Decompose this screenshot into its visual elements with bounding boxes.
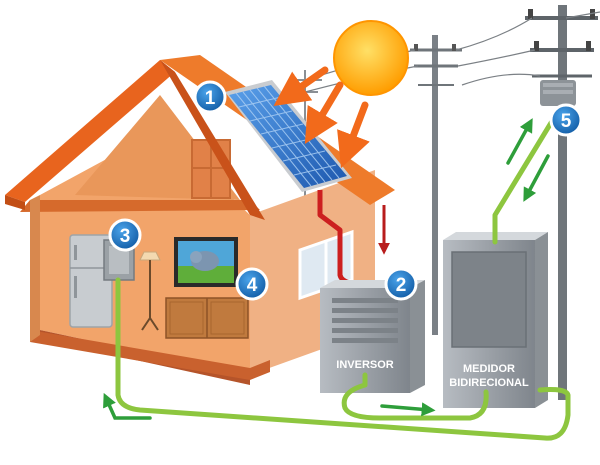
meter-label-line2: BIDIRECIONAL xyxy=(449,377,529,389)
sunlight-arrows xyxy=(273,66,370,169)
badge-3: 3 xyxy=(108,218,142,252)
badge-5: 5 xyxy=(549,103,583,137)
badge-2-number: 2 xyxy=(396,275,407,296)
badge-3-number: 3 xyxy=(120,226,131,247)
badge-4: 4 xyxy=(235,267,269,301)
badge-1: 1 xyxy=(193,80,227,114)
cabinet xyxy=(165,297,249,339)
solar-panel-icon xyxy=(225,80,352,192)
inverter-label: INVERSOR xyxy=(336,359,394,371)
flow-arrows xyxy=(103,118,550,420)
bidirectional-meter: MEDIDOR BIDIRECIONAL xyxy=(443,232,548,408)
lamp-icon xyxy=(139,251,161,331)
badge-5-number: 5 xyxy=(561,111,572,132)
refrigerator-icon xyxy=(69,234,113,328)
meter-label-line1: MEDIDOR xyxy=(463,363,515,375)
badge-4-number: 4 xyxy=(247,275,258,296)
badge-1-number: 1 xyxy=(205,88,216,109)
sun-icon xyxy=(333,20,409,96)
utility-pole-icon xyxy=(410,35,462,335)
badge-2: 2 xyxy=(384,267,418,301)
television-icon xyxy=(174,237,238,287)
ac-cables xyxy=(115,105,571,441)
utility-pole-icon xyxy=(525,5,598,400)
electrical-panel xyxy=(103,239,135,281)
